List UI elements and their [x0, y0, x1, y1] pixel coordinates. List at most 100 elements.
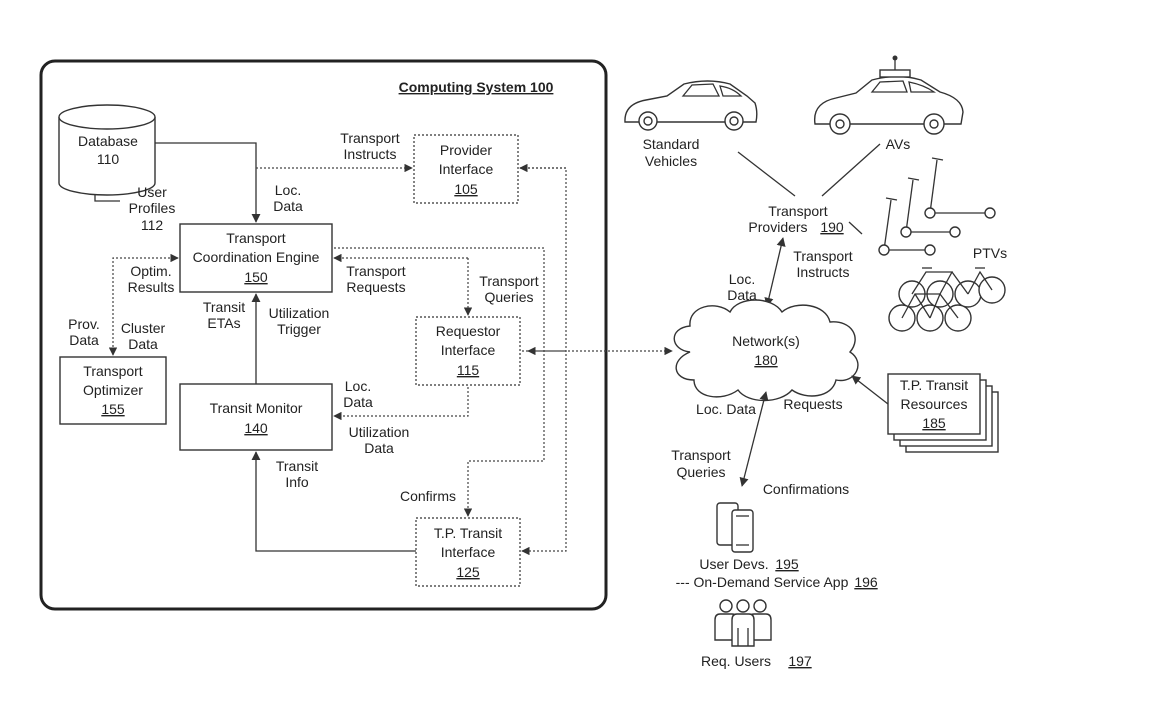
- utilization-trigger-label: Trigger: [277, 321, 321, 337]
- transport-requests-label: Requests: [346, 279, 405, 295]
- optim-results-label: Results: [128, 279, 175, 295]
- svg-text:185: 185: [922, 415, 946, 431]
- svg-text:Interface: Interface: [441, 544, 496, 560]
- svg-text:155: 155: [101, 401, 125, 417]
- tp-transit-interface-125: T.P. Transit Interface 125: [415, 517, 521, 587]
- transport-providers-label: Providers: [748, 219, 807, 235]
- user-profiles-label: User: [137, 184, 167, 200]
- transport-instructs-label: Instructs: [344, 146, 397, 162]
- db-to-engine-connector: [155, 142, 261, 223]
- cluster-data-label: Cluster: [121, 320, 166, 336]
- avs-label: AVs: [886, 136, 911, 152]
- transport-providers-num: 190: [820, 219, 844, 235]
- svg-text:T.P. Transit: T.P. Transit: [434, 525, 502, 541]
- user-devices-icon: [716, 502, 754, 553]
- network-num: 180: [754, 352, 778, 368]
- provider-interface-105: Provider Interface 105: [413, 134, 519, 204]
- requestor-interface-115: Requestor Interface 115: [415, 316, 521, 386]
- computing-system-frame: [39, 59, 608, 611]
- coordination-engine-150: Transport Coordination Engine 150: [179, 223, 333, 293]
- transport-queries-ext-label: Queries: [676, 464, 725, 480]
- loc-data-ext-label: Loc. Data: [696, 401, 756, 417]
- confirms-label: Confirms: [400, 488, 456, 504]
- svg-text:Resources: Resources: [901, 396, 968, 412]
- engine-optimizer-connector: [108, 253, 179, 356]
- network-cloud: [673, 299, 859, 402]
- svg-text:Transport: Transport: [83, 363, 143, 379]
- providers-network-link: [764, 237, 786, 307]
- loc-data-label: Loc.: [345, 378, 371, 394]
- transit-etas-label: ETAs: [207, 315, 240, 331]
- svg-text:T.P. Transit: T.P. Transit: [900, 377, 968, 393]
- tp-transit-resources-185: T.P. Transit Resources 185: [887, 373, 999, 453]
- transit-etas-label: Transit: [203, 299, 245, 315]
- network-label: Network(s): [732, 333, 800, 349]
- bicycle-icon: [888, 267, 1006, 332]
- user-devs-num: 195: [775, 556, 799, 572]
- svg-text:Interface: Interface: [439, 161, 494, 177]
- loc-data-ext-label: Data: [727, 287, 757, 303]
- transport-requests-label: Transport: [346, 263, 406, 279]
- user-profiles-leader: [94, 195, 120, 202]
- svg-text:Requestor: Requestor: [436, 323, 501, 339]
- transport-instructs-ext-label: Instructs: [797, 264, 850, 280]
- vertical-io-bus: [520, 167, 567, 556]
- svg-text:140: 140: [244, 420, 268, 436]
- standard-vehicle-icon: [624, 80, 758, 131]
- avs-to-providers-line: [821, 143, 881, 197]
- utilization-data-label: Utilization: [349, 424, 410, 440]
- standard-vehicles-label: Vehicles: [645, 153, 697, 169]
- svg-text:105: 105: [454, 181, 478, 197]
- transport-instructs-label: Transport: [340, 130, 400, 146]
- computing-system-title: Computing System 100: [399, 79, 554, 95]
- ptvs-label: PTVs: [973, 245, 1007, 261]
- user-devs-label: User Devs.: [699, 556, 768, 572]
- vehicles-to-providers-line: [737, 151, 796, 197]
- network-userdevs-link: [739, 391, 769, 487]
- transit-monitor-140: Transit Monitor 140: [179, 383, 333, 451]
- confirmations-label: Confirmations: [763, 481, 849, 497]
- tp-to-monitor-connector: [251, 451, 416, 552]
- svg-text:Database: Database: [78, 133, 138, 149]
- ptvs-to-providers-line: [848, 221, 863, 235]
- transport-providers-label: Transport: [768, 203, 828, 219]
- svg-text:Transit Monitor: Transit Monitor: [210, 400, 303, 416]
- loc-data-label: Data: [273, 198, 303, 214]
- utilization-data-label: Data: [364, 440, 394, 456]
- av-icon: [813, 55, 964, 135]
- svg-text:Coordination Engine: Coordination Engine: [193, 249, 320, 265]
- transport-instructs-ext-label: Transport: [793, 248, 853, 264]
- requests-label: Requests: [783, 396, 842, 412]
- cluster-data-label: Data: [128, 336, 158, 352]
- utilization-trigger-label: Utilization: [269, 305, 330, 321]
- resources-to-network-arrow: [851, 375, 889, 405]
- user-profiles-num: 112: [141, 217, 164, 233]
- svg-text:Optimizer: Optimizer: [83, 382, 143, 398]
- transport-optimizer-155: Transport Optimizer 155: [59, 356, 167, 425]
- scooter-icon: [878, 157, 996, 256]
- svg-text:Interface: Interface: [441, 342, 496, 358]
- transit-info-label: Transit: [276, 458, 318, 474]
- on-demand-app-label: --- On-Demand Service App: [676, 574, 849, 590]
- loc-data-label: Data: [343, 394, 373, 410]
- svg-text:150: 150: [244, 269, 268, 285]
- prov-data-label: Data: [69, 332, 99, 348]
- prov-data-label: Prov.: [68, 316, 100, 332]
- transport-queries-ext-label: Transport: [671, 447, 731, 463]
- users-icon: [714, 599, 772, 647]
- loc-data-ext-label: Loc.: [729, 271, 755, 287]
- req-users-num: 197: [788, 653, 812, 669]
- transit-info-label: Info: [285, 474, 309, 490]
- svg-text:115: 115: [457, 362, 480, 378]
- right-bus-connector: [334, 247, 545, 517]
- svg-text:125: 125: [456, 564, 480, 580]
- requestor-to-monitor-connector: [333, 387, 469, 421]
- req-users-label: Req. Users: [701, 653, 771, 669]
- user-profiles-label: Profiles: [129, 200, 176, 216]
- standard-vehicles-label: Standard: [643, 136, 700, 152]
- on-demand-app-num: 196: [854, 574, 878, 590]
- transport-queries-label: Transport: [479, 273, 539, 289]
- loc-data-label: Loc.: [275, 182, 301, 198]
- database-110: Database 110: [58, 104, 156, 196]
